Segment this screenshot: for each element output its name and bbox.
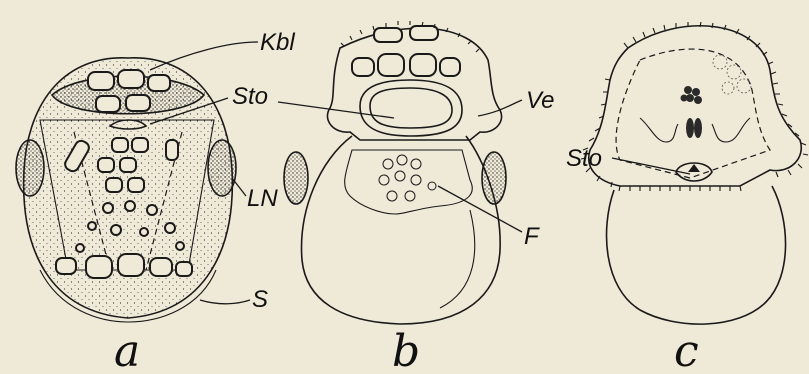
leader-f: [438, 186, 522, 232]
panel-a: Kbl Sto LN S a: [16, 29, 295, 374]
panel-b-node-left: [284, 152, 308, 204]
panel-letter-a: a: [114, 326, 140, 374]
panel-a-ln-right: [208, 140, 236, 196]
label-ve: Ve: [526, 87, 554, 114]
panel-c-stomodaeum-pore: [688, 164, 700, 172]
label-sto-c: Sto: [566, 145, 602, 172]
panel-b-yolk-outline: [440, 210, 475, 308]
panel-a-ln-left: [16, 140, 44, 196]
leader-ln: [232, 178, 246, 196]
panel-letter-c: c: [674, 326, 699, 374]
panel-c: Sto c: [566, 22, 808, 374]
panel-b-top-cells: [352, 26, 460, 76]
panel-b-node-right: [482, 152, 506, 204]
label-f: F: [524, 223, 540, 250]
panel-letter-b: b: [392, 326, 420, 374]
panel-c-squiggle-right: [712, 118, 750, 142]
panel-b-head: [327, 28, 501, 140]
panel-b-stomodaeum-inner: [370, 88, 452, 128]
label-kbl: Kbl: [260, 29, 295, 56]
panel-c-rosette: [681, 86, 703, 104]
label-ln: LN: [247, 185, 278, 212]
panel-b-fold: [345, 150, 473, 214]
label-sto-a: Sto: [232, 83, 268, 110]
panel-c-rod: [686, 118, 702, 138]
panel-c-squiggle-left: [640, 118, 678, 142]
panel-c-inner-dash: [616, 49, 770, 178]
leader-sto-b: [278, 102, 394, 118]
leader-s: [200, 300, 250, 304]
panel-b-fold-cells: [379, 155, 436, 201]
panel-c-cap: [589, 26, 802, 186]
label-s: S: [252, 286, 268, 313]
panel-c-yolk: [607, 186, 786, 324]
leader-sto-c: [612, 158, 690, 174]
panel-b: Ve F b: [278, 21, 554, 374]
leader-ve: [478, 100, 522, 116]
